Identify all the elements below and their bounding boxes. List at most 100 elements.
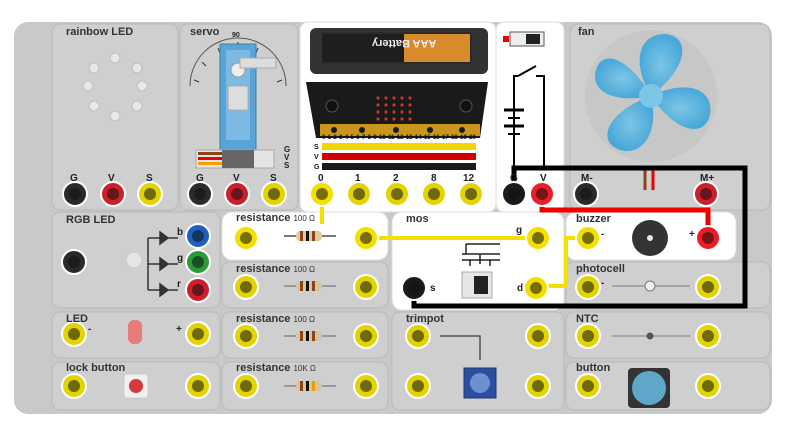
terminal-photocell-plus[interactable] <box>695 274 721 300</box>
terminal-pin-8[interactable] <box>421 181 447 207</box>
pin-label-vcc: V <box>540 173 547 184</box>
buzzer-icon <box>632 220 668 256</box>
pin-label-g: G <box>196 173 204 184</box>
terminal-trimpot[interactable] <box>405 323 431 349</box>
buzzer-plus-label: + <box>689 229 695 240</box>
terminal-resistance-3[interactable] <box>353 323 379 349</box>
terminal-g[interactable] <box>187 181 213 207</box>
mos-drain-label: d <box>517 283 524 294</box>
terminal-m-plus[interactable] <box>693 181 719 207</box>
terminal-resistance-2[interactable] <box>353 274 379 300</box>
microbit-pin-number: 7 <box>361 135 366 141</box>
terminal-rgb-r[interactable] <box>185 277 211 303</box>
ntc-icon <box>612 332 690 340</box>
terminal-mos-g[interactable] <box>525 225 551 251</box>
mos-source-label: s <box>430 283 436 294</box>
terminal-vcc[interactable] <box>529 181 555 207</box>
ntc-module <box>565 311 771 359</box>
terminal-led-minus[interactable] <box>61 321 87 347</box>
resistor-icon <box>284 381 336 391</box>
terminal-s[interactable] <box>137 181 163 207</box>
microbit-board <box>306 82 488 138</box>
terminal-resistance-1[interactable] <box>233 225 259 251</box>
terminal-trimpot[interactable] <box>405 373 431 399</box>
microbit-pin-number: 9 <box>373 135 377 141</box>
terminal-trimpot[interactable] <box>525 373 551 399</box>
microbit-pin-number: 6 <box>356 135 360 141</box>
microbit-pin-number: 17 <box>442 135 449 141</box>
terminal-lock-button[interactable] <box>61 373 87 399</box>
microbit-pin-number: 11 <box>388 135 395 141</box>
terminal-mos-s[interactable] <box>401 275 427 301</box>
terminal-v[interactable] <box>100 181 126 207</box>
terminal-resistance-4[interactable] <box>233 373 259 399</box>
microbit-pin-number: 5 <box>350 135 354 141</box>
rgb-channel-g: g <box>177 253 184 264</box>
terminal-gnd[interactable] <box>501 181 527 207</box>
terminal-rgb-g[interactable] <box>185 249 211 275</box>
terminal-mos-d[interactable] <box>523 275 549 301</box>
pin-label-8: 8 <box>431 173 437 184</box>
terminal-pin-12[interactable] <box>458 181 484 207</box>
rainbow-led-ring-icon <box>82 52 148 122</box>
header-row-label: S <box>314 144 319 151</box>
terminal-ntc[interactable] <box>575 323 601 349</box>
power-switch[interactable] <box>503 31 545 47</box>
terminal-resistance-2[interactable] <box>233 274 259 300</box>
terminal-photocell-minus[interactable] <box>575 274 601 300</box>
servo-title: servo <box>190 26 220 38</box>
terminal-pin-0[interactable] <box>309 181 335 207</box>
microbit-pin-number: 3 <box>339 135 343 141</box>
resistor-icon <box>284 231 336 241</box>
terminal-button[interactable] <box>695 373 721 399</box>
terminal-button[interactable] <box>575 373 601 399</box>
terminal-pin-1[interactable] <box>346 181 372 207</box>
servo-icon <box>189 37 287 169</box>
battery-icon <box>310 28 488 74</box>
terminal-lock-button[interactable] <box>185 373 211 399</box>
terminal-rgb-common[interactable] <box>61 249 87 275</box>
microbit-pin-number: 0 <box>322 135 326 141</box>
lock-button-icon <box>123 373 149 399</box>
terminal-trimpot[interactable] <box>525 323 551 349</box>
terminal-resistance-3[interactable] <box>233 323 259 349</box>
resistor-icon <box>284 331 336 341</box>
terminal-v[interactable] <box>224 181 250 207</box>
terminal-rgb-b[interactable] <box>185 223 211 249</box>
pin-label-s: S <box>270 173 277 184</box>
terminal-pin-2[interactable] <box>384 181 410 207</box>
terminal-resistance-4[interactable] <box>353 373 379 399</box>
servo-scale-label: 90 <box>232 32 240 39</box>
terminal-led-plus[interactable] <box>185 321 211 347</box>
mosfet-chip-icon <box>461 271 493 299</box>
microbit-pin-number: 10 <box>379 135 386 141</box>
terminal-resistance-1[interactable] <box>353 225 379 251</box>
microbit-pin-number: 20 <box>469 135 476 141</box>
terminal-s[interactable] <box>261 181 287 207</box>
rgb-led-title: RGB LED <box>66 214 116 226</box>
microbit-pin-number: 13 <box>405 135 413 141</box>
buzzer-title: buzzer <box>576 213 611 225</box>
microbit-pin-number: 1 <box>327 135 332 141</box>
pin-label-0: 0 <box>318 173 324 184</box>
microbit-pin-number: 16 <box>432 135 440 141</box>
terminal-g[interactable] <box>62 181 88 207</box>
pin-label-m-minus: M- <box>581 173 593 184</box>
terminal-ntc[interactable] <box>695 323 721 349</box>
push-button-icon <box>628 368 670 408</box>
terminal-buzzer-plus[interactable] <box>695 225 721 251</box>
terminal-m-minus[interactable] <box>573 181 599 207</box>
terminal-buzzer-minus[interactable] <box>575 225 601 251</box>
battery-label: AAA Battery <box>372 37 437 49</box>
rainbow-led-title: rainbow LED <box>66 26 134 38</box>
rgb-channel-r: r <box>177 279 181 290</box>
microbit-pin-number: 2 <box>333 135 337 141</box>
fan-title: fan <box>578 26 595 38</box>
battery-schematic-icon <box>504 65 545 168</box>
photocell-title: photocell <box>576 263 625 275</box>
